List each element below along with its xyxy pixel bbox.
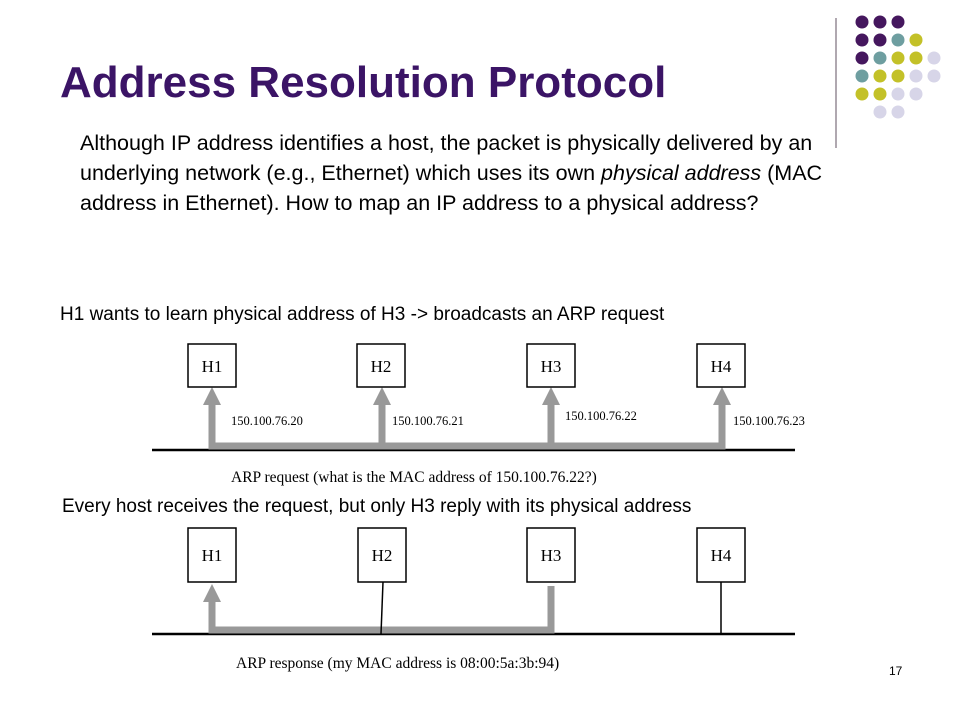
intro-text-part1: Although IP address identifies a host, t…	[80, 131, 813, 185]
scenario2-caption: Every host receives the request, but onl…	[62, 496, 692, 517]
host-box-h1	[187, 343, 237, 388]
host-label-h1: H1	[202, 357, 223, 376]
scenario1-caption: H1 wants to learn physical address of H3…	[60, 304, 665, 325]
decorative-dot	[873, 87, 887, 101]
intro-emphasis: physical address	[601, 161, 762, 185]
host-label-h4-2: H4	[711, 546, 732, 565]
decorative-divider	[835, 18, 837, 148]
intro-paragraph: Although IP address identifies a host, t…	[80, 128, 900, 218]
host-label-h3-2: H3	[541, 546, 562, 565]
host-box-h1-2	[187, 527, 237, 583]
host-box-h4-2	[696, 527, 746, 583]
arp-request-broadcast-path	[208, 400, 726, 450]
host-box-h2-2	[357, 527, 407, 583]
host-label-h4: H4	[711, 357, 732, 376]
arrowhead-response-h1	[203, 584, 221, 602]
decorative-dot	[891, 87, 905, 101]
arrowhead-h2	[373, 387, 391, 405]
decorative-dot	[855, 69, 869, 83]
slide-title: Address Resolution Protocol	[60, 58, 667, 107]
host-label-h2: H2	[371, 357, 392, 376]
host-label-h1-2: H1	[202, 546, 223, 565]
ip-label-h1: 150.100.76.20	[231, 414, 303, 428]
arp-response-message: ARP response (my MAC address is 08:00:5a…	[236, 655, 559, 672]
host-box-h4	[696, 343, 746, 388]
decorative-dot	[891, 51, 905, 65]
host-box-h3-2	[526, 527, 576, 583]
ip-label-h3: 150.100.76.22	[565, 409, 637, 423]
arrowhead-h4	[713, 387, 731, 405]
arrowhead-h1	[203, 387, 221, 405]
decorative-dot	[891, 105, 905, 119]
decorative-dot	[855, 33, 869, 47]
arp-request-message: ARP request (what is the MAC address of …	[231, 469, 597, 486]
decorative-dot	[855, 51, 869, 65]
host-label-h2-2: H2	[372, 546, 393, 565]
host-box-h3	[526, 343, 576, 388]
intro-text-part2: (MAC address in Ethernet). How to map an…	[80, 161, 823, 215]
decorative-dot	[873, 105, 887, 119]
decorative-dot	[873, 69, 887, 83]
arrowhead-h3	[542, 387, 560, 405]
decorative-dot	[909, 87, 923, 101]
decorative-dot	[891, 33, 905, 47]
host-label-h3: H3	[541, 357, 562, 376]
decorative-dot	[927, 51, 941, 65]
decorative-dot	[873, 51, 887, 65]
decorative-dot	[909, 51, 923, 65]
host-box-h2	[356, 343, 406, 388]
decorative-dot	[873, 15, 887, 29]
h2-tap-line	[380, 581, 384, 635]
decorative-dot	[855, 15, 869, 29]
decorative-dot	[909, 69, 923, 83]
decorative-dot	[891, 69, 905, 83]
decorative-dot	[927, 69, 941, 83]
decorative-dot	[909, 33, 923, 47]
decorative-dot	[873, 33, 887, 47]
decorative-dot	[855, 87, 869, 101]
slide-number: 17	[889, 664, 903, 678]
ip-label-h4: 150.100.76.23	[733, 414, 805, 428]
ip-label-h2: 150.100.76.21	[392, 414, 464, 428]
decorative-dot	[891, 15, 905, 29]
